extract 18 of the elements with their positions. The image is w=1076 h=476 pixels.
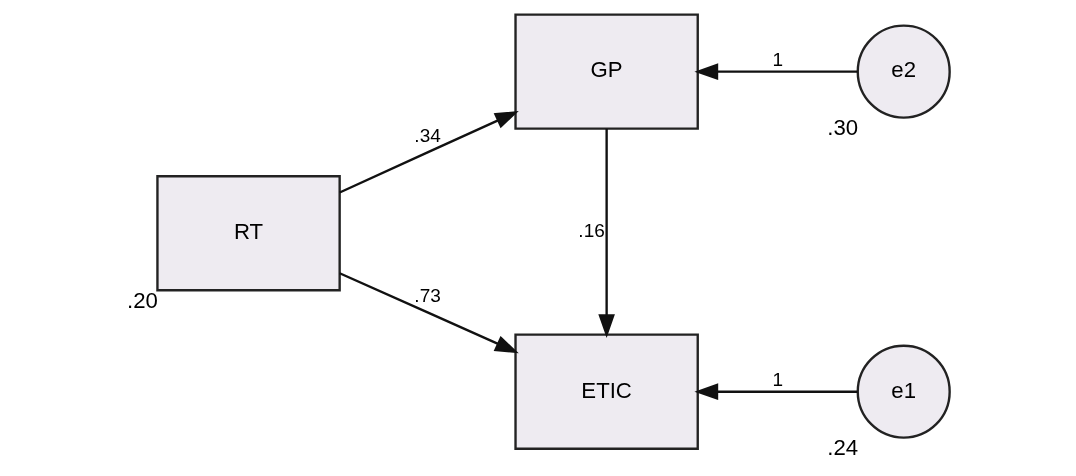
arrow: [693, 383, 858, 401]
node-circle: e1: [856, 344, 951, 439]
node-box: ETIC: [513, 333, 699, 450]
node-label: .30: [826, 115, 858, 141]
arrow: [338, 110, 519, 194]
edge-label: .16: [577, 219, 605, 241]
node-box: RT: [155, 175, 341, 292]
node-label: .24: [826, 435, 858, 461]
arrow: [693, 63, 858, 80]
edge-label: .73: [413, 285, 441, 307]
edge-label: 1: [771, 369, 783, 391]
node-box: GP: [513, 13, 699, 130]
arrow: [338, 272, 519, 354]
arrow: [597, 128, 615, 339]
edge-label: .34: [413, 125, 441, 147]
edge-label: 1: [771, 49, 783, 71]
node-label: .20: [126, 288, 158, 314]
node-circle: e2: [856, 24, 951, 119]
